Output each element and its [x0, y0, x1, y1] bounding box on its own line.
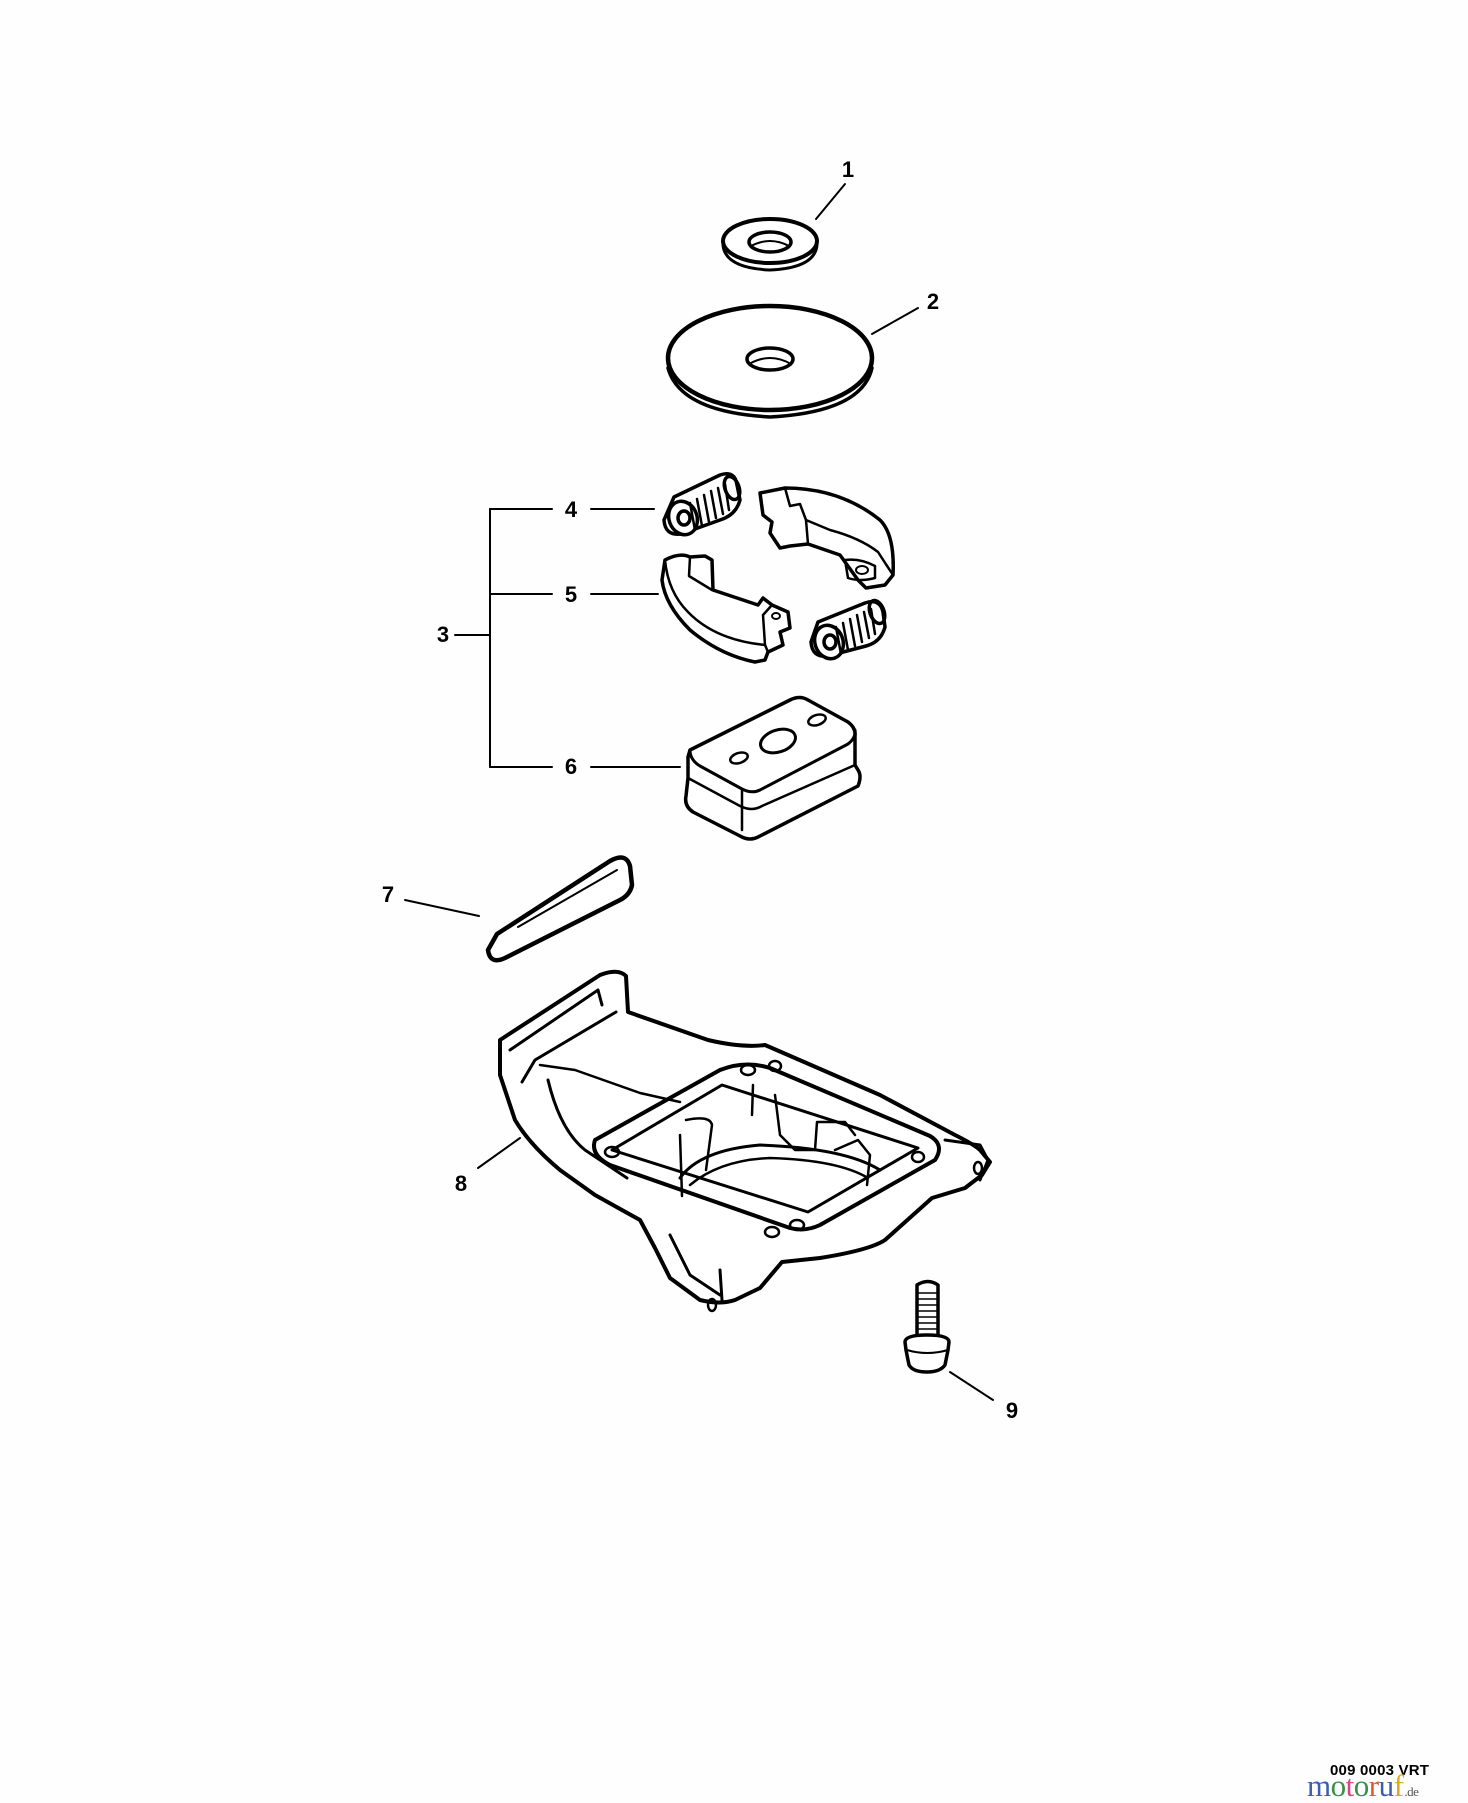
- washer-small-part-1: [721, 217, 819, 272]
- leader-line-7: [404, 899, 480, 917]
- clutch-shoe-upper: [758, 486, 895, 590]
- watermark-letter: f: [1393, 1768, 1404, 1803]
- leader-line-8: [477, 1137, 521, 1169]
- callout-label-5: 5: [564, 582, 578, 607]
- leader-line-9: [949, 1371, 994, 1401]
- watermark-letter: o: [1330, 1768, 1347, 1803]
- clutch-shoe-part-5: [660, 553, 792, 664]
- watermark-letter: m: [1307, 1768, 1331, 1803]
- callout-label-4: 4: [564, 497, 578, 522]
- washer-large-part-2: [665, 303, 875, 419]
- diagram-reference-code: 009 0003 VRT: [1330, 1762, 1430, 1779]
- leader-line-2: [871, 307, 919, 335]
- bolt-part-9: [903, 1279, 951, 1374]
- motoruf-watermark: motoruf.de: [1307, 1768, 1419, 1803]
- callout-label-6: 6: [564, 754, 578, 779]
- leader-line-1: [815, 183, 846, 220]
- key-strip-part-7: [485, 855, 635, 963]
- watermark-letter: u: [1378, 1768, 1395, 1803]
- housing-part-8: [498, 969, 992, 1313]
- callout-label-2: 2: [926, 289, 940, 314]
- callout-label-3: 3: [436, 622, 450, 647]
- callout-label-9: 9: [1005, 1398, 1019, 1423]
- watermark-tld: .de: [1404, 1784, 1419, 1799]
- callout-label-7: 7: [381, 882, 395, 907]
- spring-lower: [809, 598, 887, 661]
- watermark-letter: o: [1353, 1768, 1370, 1803]
- callout-label-8: 8: [454, 1171, 468, 1196]
- watermark-letter: r: [1368, 1768, 1379, 1803]
- callout-label-1: 1: [841, 157, 855, 182]
- clutch-hub-part-6: [683, 695, 862, 841]
- watermark-letter: t: [1345, 1768, 1355, 1803]
- group-bracket-part-3: [454, 508, 681, 768]
- spring-part-4: [662, 472, 742, 537]
